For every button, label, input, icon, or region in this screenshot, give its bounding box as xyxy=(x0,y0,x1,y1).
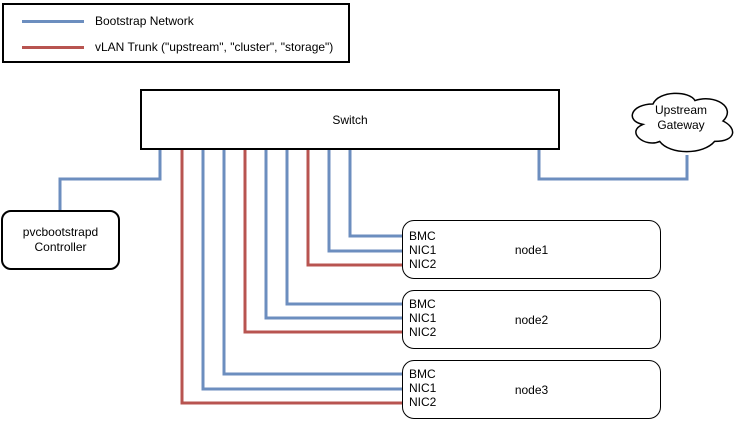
wire-switch-to-node1-nic1 xyxy=(327,150,402,253)
port-label-nic2: NIC2 xyxy=(409,325,437,339)
node-name: node1 xyxy=(514,242,549,257)
port-label-bmc: BMC xyxy=(409,367,436,381)
legend-item-bootstrap-network: Bootstrap Network xyxy=(22,12,194,30)
node3-ports: BMC NIC1 NIC2 xyxy=(409,367,436,409)
wire-switch-to-node2-nic1 xyxy=(264,150,402,320)
switch-label: Switch xyxy=(332,112,368,127)
node-box-node2: BMC NIC1 NIC2 node2 xyxy=(402,290,661,349)
port-label-nic1: NIC1 xyxy=(409,243,437,257)
controller-label-line1: pvcbootstrapd xyxy=(22,225,99,239)
node2-ports: BMC NIC1 NIC2 xyxy=(409,297,436,339)
legend-item-vlan-trunk: vLAN Trunk ("upstream", "cluster", "stor… xyxy=(22,38,333,56)
port-label-nic1: NIC1 xyxy=(409,311,437,325)
wire-switch-to-node1-nic2 xyxy=(306,150,402,267)
wire-switch-to-node3-nic2 xyxy=(180,150,402,405)
node-box-node3: BMC NIC1 NIC2 node3 xyxy=(402,360,661,419)
controller-label-line2: Controller xyxy=(34,240,87,254)
port-label-bmc: BMC xyxy=(409,297,436,311)
controller-box: pvcbootstrapd Controller xyxy=(1,210,120,270)
wire-switch-to-node2-bmc xyxy=(285,150,402,306)
wire-switch-to-node1-bmc xyxy=(348,150,402,238)
wire-switch-to-node2-nic2 xyxy=(243,150,402,334)
wire-switch-to-node3-nic1 xyxy=(201,150,402,391)
upstream-gateway-cloud-icon xyxy=(631,92,734,153)
port-label-nic2: NIC2 xyxy=(409,257,437,271)
legend-label: vLAN Trunk ("upstream", "cluster", "stor… xyxy=(95,40,334,54)
wire-switch-to-node3-bmc xyxy=(222,150,402,376)
node1-ports: BMC NIC1 NIC2 xyxy=(409,229,436,271)
switch-box: Switch xyxy=(140,89,560,150)
node-name: node2 xyxy=(514,312,549,327)
node-name: node3 xyxy=(514,382,549,397)
gateway-label-line1: Upstream xyxy=(654,103,707,117)
gateway-label-line2: Gateway xyxy=(657,118,705,132)
wire-switch-to-controller xyxy=(58,150,162,211)
port-label-nic1: NIC1 xyxy=(409,381,437,395)
bootstrap-line-swatch-icon xyxy=(22,19,84,23)
port-label-bmc: BMC xyxy=(409,229,436,243)
node-box-node1: BMC NIC1 NIC2 node1 xyxy=(402,220,661,279)
legend: Bootstrap Network vLAN Trunk ("upstream"… xyxy=(2,3,350,63)
vlan-line-swatch-icon xyxy=(22,45,84,49)
upstream-gateway-label: Upstream Gateway xyxy=(625,103,737,133)
legend-label: Bootstrap Network xyxy=(95,14,194,28)
port-label-nic2: NIC2 xyxy=(409,395,437,409)
